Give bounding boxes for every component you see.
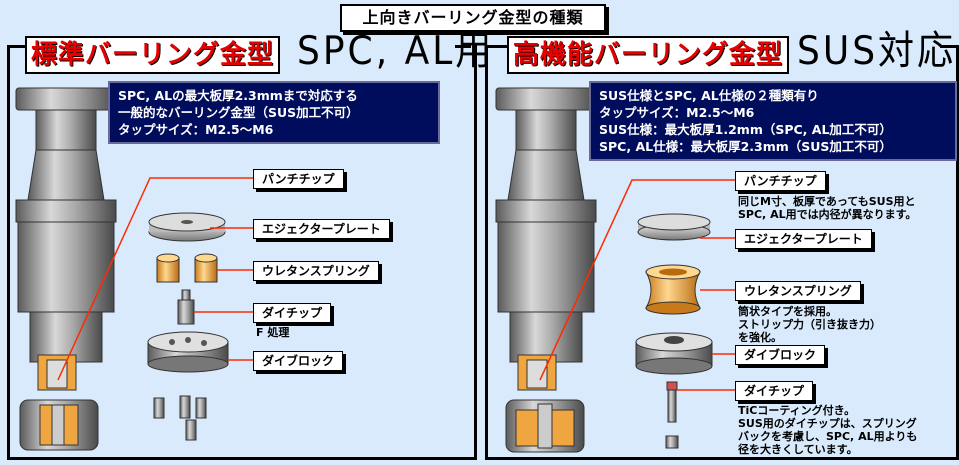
left-screws <box>153 395 207 441</box>
left-subheading: SPC, AL用 <box>297 28 495 74</box>
left-urethane-springs <box>156 253 218 283</box>
right-ejector-plate <box>637 213 711 241</box>
right-die-block <box>635 332 713 375</box>
right-frame-top-right <box>940 45 956 48</box>
right-subheading: SUS対応 <box>797 28 957 74</box>
right-heading: 高機能バーリング金型 <box>507 36 790 74</box>
left-frame-top-left <box>7 45 25 48</box>
right-punch-assembly <box>495 87 597 391</box>
right-label-ejector-plate: エジェクタープレート <box>735 229 872 249</box>
left-punch-assembly <box>15 87 117 391</box>
left-die-tip <box>177 289 195 325</box>
page-title: 上向きバーリング金型の種類 <box>340 4 606 32</box>
left-die-block <box>147 331 229 373</box>
right-leader-lines <box>539 179 735 391</box>
left-heading: 標準バーリング金型 <box>25 36 281 74</box>
right-die-section <box>505 399 585 453</box>
right-label-punch-tip: パンチチップ <box>735 171 826 191</box>
left-info-line: タップサイズ：M2.5～M6 <box>118 122 274 137</box>
right-die-tip <box>665 381 679 449</box>
left-info-box: SPC, ALの最大板厚2.3mmまで対応する 一般的なバーリング金型（SUS加… <box>108 81 440 144</box>
right-info-line: SUS仕様：最大板厚1.2mm（SPC, AL加工不可） <box>599 122 892 137</box>
left-label-punch-tip: パンチチップ <box>253 169 344 189</box>
right-label-urethane-spring: ウレタンスプリング <box>735 281 861 301</box>
right-frame-top-left <box>485 45 507 48</box>
left-die-tip-note: F 処理 <box>256 326 290 339</box>
right-info-line: SUS仕様とSPC, AL仕様の２種類有り <box>599 88 819 103</box>
left-label-urethane-spring: ウレタンスプリング <box>253 261 379 281</box>
left-die-section <box>19 399 99 451</box>
left-frame-top-right <box>455 45 471 48</box>
right-frame <box>485 45 959 460</box>
left-frame <box>7 45 477 460</box>
right-urethane-note: 筒状タイプを採用。 ストリップ力（引き抜き力） を強化。 <box>738 305 881 344</box>
right-info-line: SPC, AL仕様：最大板厚2.3mm（SUS加工不可） <box>599 139 892 154</box>
left-label-die-tip: ダイチップ <box>253 303 332 323</box>
right-label-die-tip: ダイチップ <box>735 381 814 401</box>
left-info-line: 一般的なバーリング金型（SUS加工不可） <box>118 105 359 120</box>
right-info-box: SUS仕様とSPC, AL仕様の２種類有り タップサイズ：M2.5～M6 SUS… <box>589 81 957 161</box>
left-label-ejector-plate: エジェクタープレート <box>253 219 390 239</box>
right-label-die-block: ダイブロック <box>735 345 826 365</box>
left-info-line: SPC, ALの最大板厚2.3mmまで対応する <box>118 88 358 103</box>
right-punch-tip-note: 同じM寸、板厚であってもSUS用と SPC, AL用では内径が異なります。 <box>738 195 917 221</box>
left-leader-lines <box>57 177 253 381</box>
left-label-die-block: ダイブロック <box>253 351 344 371</box>
right-urethane-spring <box>645 264 701 315</box>
right-info-line: タップサイズ：M2.5～M6 <box>599 105 755 120</box>
right-die-tip-note: TiCコーティング付き。 SUS用のダイチップは、スプリング バックを考慮し、S… <box>738 404 918 456</box>
